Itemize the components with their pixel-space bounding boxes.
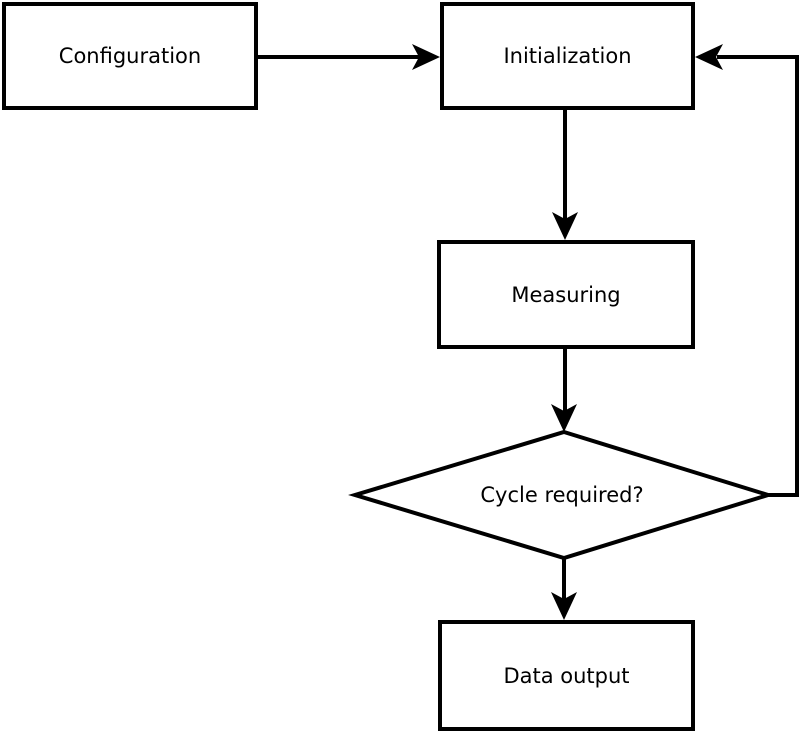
node-initialization-label: Initialization xyxy=(503,44,632,68)
node-measuring-label: Measuring xyxy=(511,282,621,307)
arrow-initialization-to-measuring xyxy=(552,110,578,240)
node-data-output-label: Data output xyxy=(503,663,630,688)
node-initialization: Initialization xyxy=(440,2,695,110)
arrow-measuring-to-cycle-required xyxy=(551,349,577,432)
node-measuring: Measuring xyxy=(437,240,695,349)
arrow-cycle-required-to-initialization xyxy=(695,44,799,497)
arrow-configuration-to-initialization xyxy=(258,44,440,70)
node-configuration-label: Configuration xyxy=(58,44,202,68)
node-data-output: Data output xyxy=(438,620,695,731)
arrow-cycle-required-to-data-output xyxy=(551,558,577,620)
node-configuration: Configuration xyxy=(2,2,258,110)
node-cycle-required-shape xyxy=(348,429,775,561)
